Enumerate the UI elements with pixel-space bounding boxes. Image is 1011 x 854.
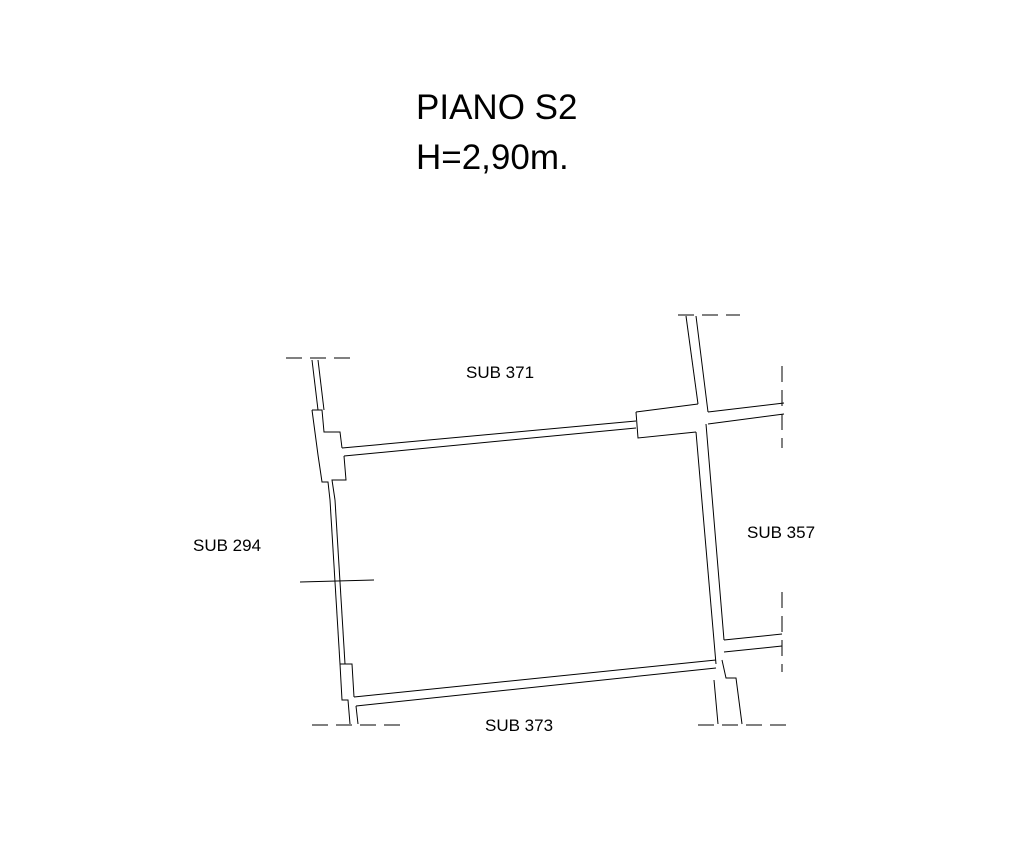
label-east-unit: SUB 357 — [747, 523, 816, 542]
floor-height: H=2,90m. — [416, 138, 569, 177]
label-south-unit: SUB 373 — [485, 716, 554, 735]
east-wall — [685, 315, 783, 725]
label-west-unit: SUB 294 — [193, 536, 262, 555]
west-wall — [311, 359, 359, 725]
south-wall — [353, 659, 717, 707]
floor-title: PIANO S2 — [416, 88, 578, 127]
boundary-lines — [286, 314, 792, 726]
north-wall — [341, 402, 785, 457]
label-north-unit: SUB 371 — [466, 363, 535, 382]
